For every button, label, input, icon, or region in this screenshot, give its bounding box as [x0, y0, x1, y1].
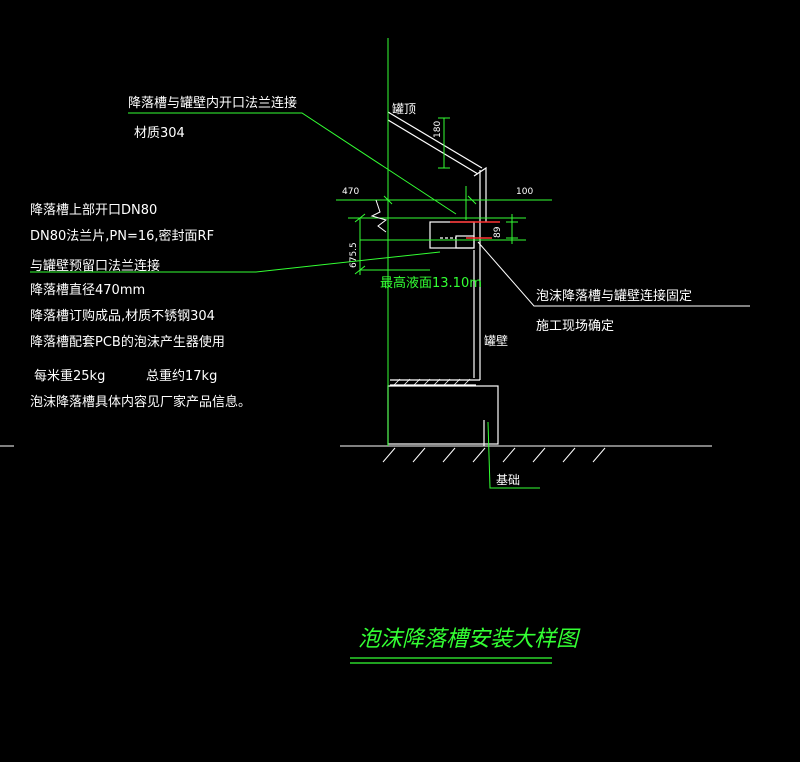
- dim-675: 675.5: [349, 242, 359, 268]
- break-line-symbol: [370, 199, 388, 233]
- left-note-7: 每米重25kg: [34, 368, 105, 384]
- leader-top-label: [128, 112, 457, 215]
- trough-body: [429, 221, 475, 249]
- dim-470: 470: [342, 187, 359, 197]
- drawing-title: 泡沫降落槽安装大样图: [358, 627, 581, 652]
- left-note-9: 泡沫降落槽具体内容见厂家产品信息。: [30, 394, 251, 410]
- left-note-8: 总重约17kg: [146, 368, 217, 384]
- dimension-lines: [336, 38, 552, 446]
- left-note-1: 降落槽上部开口DN80: [30, 203, 157, 218]
- leader-lines: [30, 112, 540, 489]
- tank-wall-label: 罐壁: [484, 333, 508, 348]
- leader-foundation: [487, 421, 540, 489]
- elevation-label: 最高液面13.10m: [380, 275, 482, 291]
- leader-left-flange: [30, 251, 441, 273]
- dim-89: 89: [493, 226, 503, 238]
- bottom-hatching: [393, 378, 471, 386]
- left-note-4: 降落槽直径470mm: [30, 283, 145, 298]
- right-note-1: 泡沫降落槽与罐壁连接固定: [536, 288, 692, 304]
- left-note-5: 降落槽订购成品,材质不锈钢304: [30, 308, 215, 324]
- dim-100: 100: [516, 187, 533, 197]
- dim-180: 180: [433, 121, 443, 138]
- foundation-block: [387, 385, 499, 445]
- foam-trough: [429, 221, 475, 249]
- roof-line-1: [387, 111, 483, 169]
- top-label-line1: 降落槽与罐壁内开口法兰连接: [128, 95, 297, 111]
- leader-right-connection: [477, 241, 750, 307]
- roof-edge: [473, 166, 487, 222]
- left-note-3: 与罐壁预留口法兰连接: [30, 258, 160, 274]
- left-note-2: DN80法兰片,PN=16,密封面RF: [30, 228, 214, 244]
- tank-top-label: 罐顶: [392, 102, 416, 116]
- trough-flange: [455, 235, 475, 249]
- left-note-6: 降落槽配套PCB的泡沫产生器使用: [30, 334, 225, 350]
- ground: [0, 445, 712, 463]
- roof-line-2: [387, 119, 479, 175]
- top-label-line2: 材质304: [134, 126, 185, 141]
- right-note-2: 施工现场确定: [536, 319, 614, 334]
- foundation-label: 基础: [496, 473, 520, 487]
